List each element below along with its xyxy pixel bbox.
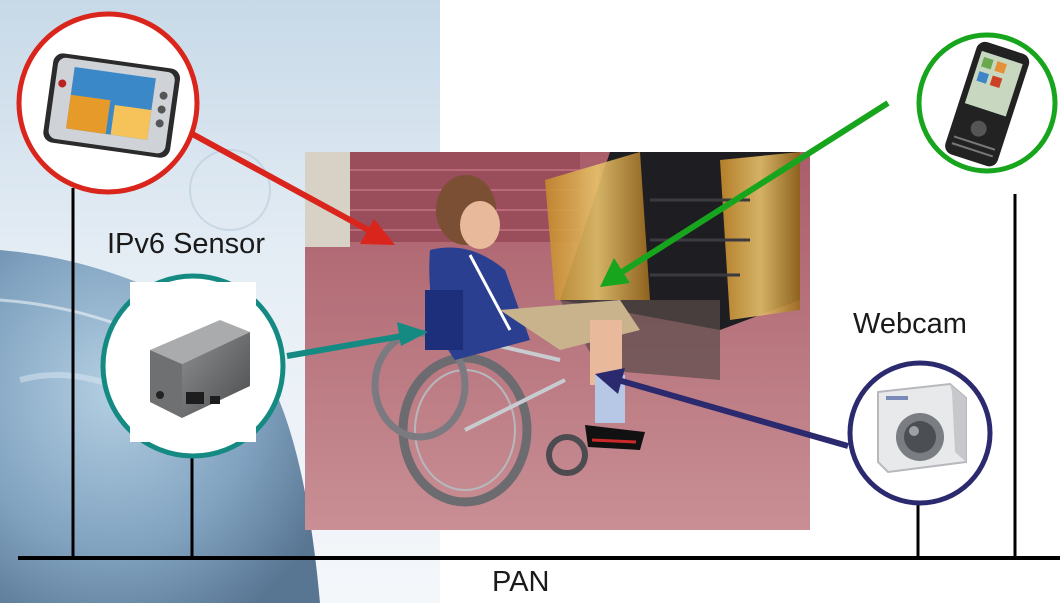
tablet-arrow xyxy=(183,127,395,245)
pan-bus xyxy=(18,188,1060,560)
tablet-icon xyxy=(43,53,181,158)
connection-arrows xyxy=(183,100,890,449)
pda-icon xyxy=(945,41,1030,167)
pan-label: PAN xyxy=(492,566,550,598)
tablet-device xyxy=(16,11,200,195)
webcam-label: Webcam xyxy=(853,308,967,340)
sensor-arrow xyxy=(286,322,428,359)
ipv6-sensor-label: IPv6 Sensor xyxy=(107,228,265,260)
sensor-device xyxy=(100,273,286,459)
pda-arrow xyxy=(600,100,890,287)
webcam-icon xyxy=(877,382,967,474)
webcam-arrow xyxy=(595,368,849,449)
sensor-box-icon xyxy=(150,320,250,418)
webcam-device xyxy=(847,360,993,506)
pda-device xyxy=(916,32,1058,174)
